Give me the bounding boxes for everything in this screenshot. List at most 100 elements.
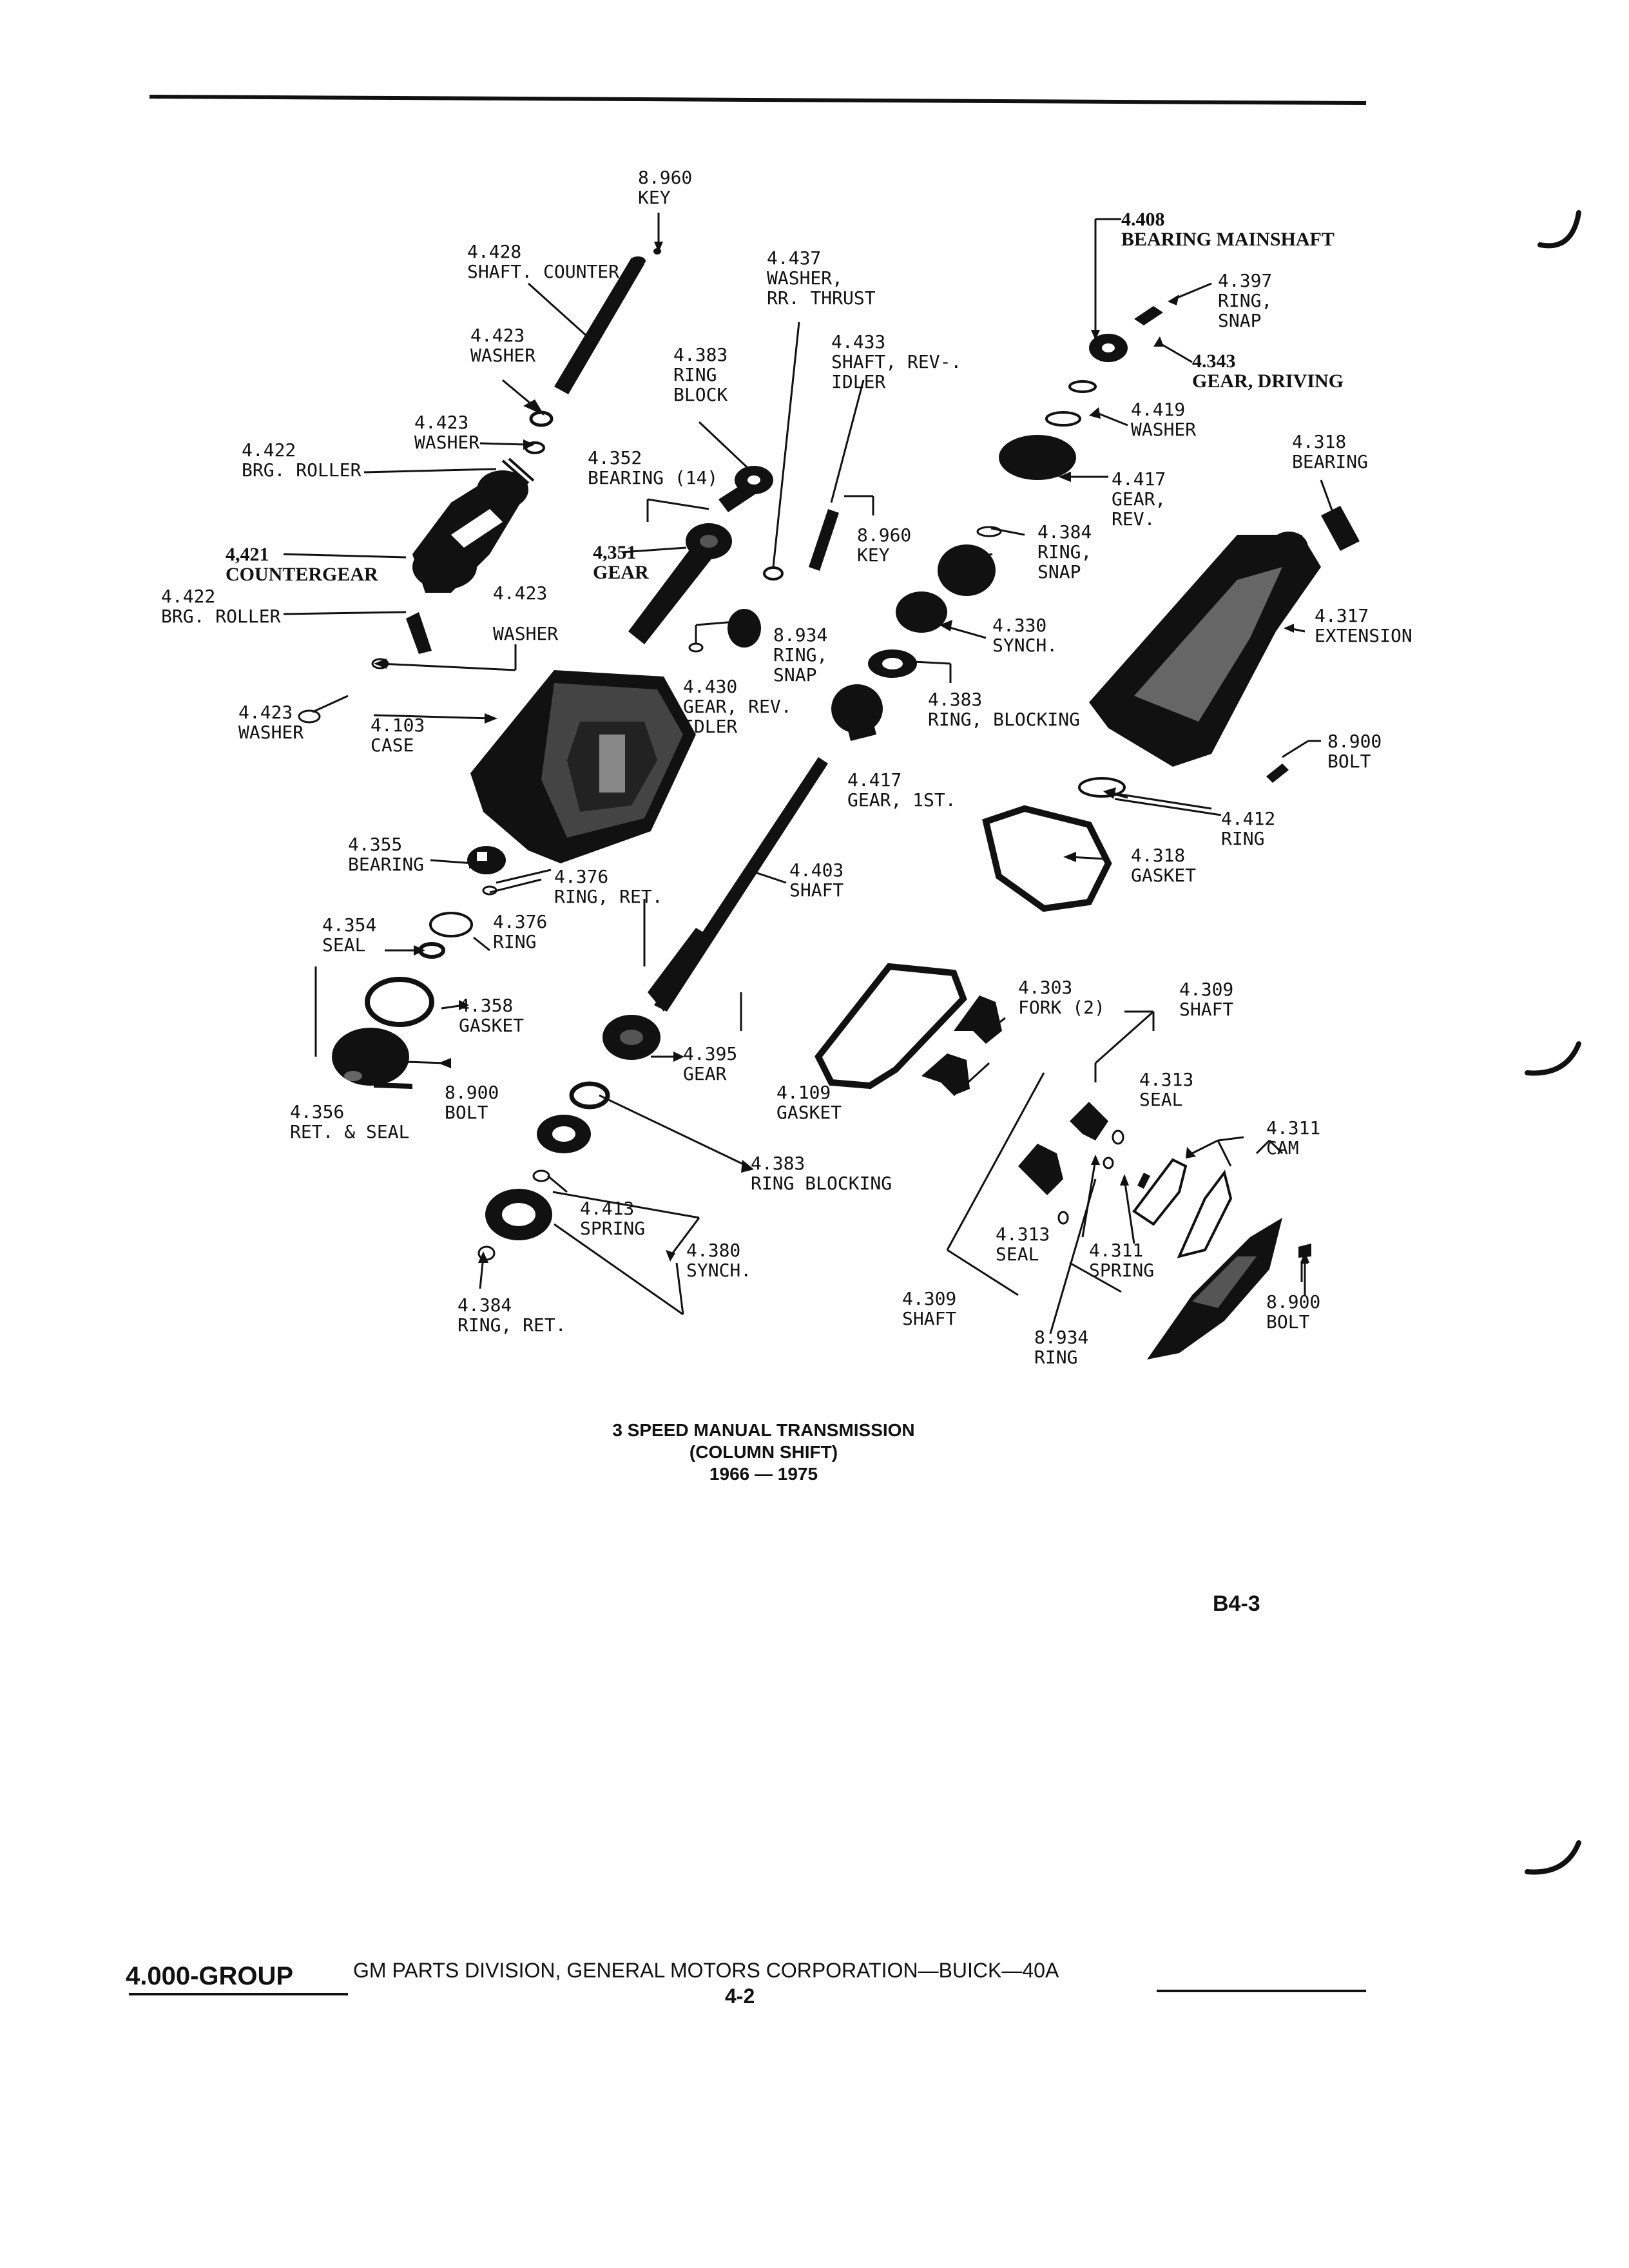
part-name: BEARING [348, 854, 425, 875]
part-gear-4351 [628, 523, 732, 644]
part-number: 8.900 [445, 1082, 499, 1103]
part-name: BEARING [1292, 451, 1369, 472]
part-name: RING [493, 931, 537, 952]
page-edge-marks [1525, 210, 1581, 1875]
part-name: RING, SNAP [1037, 541, 1092, 582]
part-number: 4.376 [493, 911, 548, 932]
part-number: 4.397 [1218, 270, 1273, 291]
footer-group-label: 4.000-GROUP [126, 1962, 294, 1990]
part-rev-idler-shaft [809, 509, 839, 571]
part-number: 8.900 [1266, 1291, 1321, 1312]
part-counter-shaft [554, 256, 646, 394]
part-ring-4376b [429, 912, 473, 937]
part-number: 4.408 [1121, 209, 1165, 230]
part-number: 4.433 [831, 331, 886, 352]
part-key [653, 248, 661, 255]
part-name: BOLT [445, 1102, 488, 1123]
part-snap-ring-8934 [688, 642, 704, 653]
part-number: 4.419 [1131, 399, 1186, 420]
part-name: SHAFT [1179, 999, 1234, 1020]
part-name: RET. & SEAL [290, 1121, 410, 1142]
part-seal-4313-lower [1057, 1211, 1069, 1225]
part-number: 4.311 [1089, 1240, 1144, 1261]
part-number: 4.422 [161, 586, 216, 607]
part-name: WASHER [238, 722, 304, 743]
part-synch-4330 [896, 544, 996, 633]
part-shaft-4309-lower [1018, 1144, 1063, 1195]
part-name: RING, RET. [458, 1314, 566, 1336]
part-countergear [412, 470, 528, 593]
part-first-gear [831, 684, 883, 741]
part-number: 4.376 [554, 866, 609, 887]
part-number: 8.900 [1327, 731, 1382, 752]
leader-lines [283, 213, 1335, 1334]
part-number: 4.313 [1139, 1069, 1194, 1090]
part-snap-ring-4384b [976, 526, 1002, 537]
part-name: RING, BLOCKING [928, 709, 1081, 730]
part-name: COUNTERGEAR [226, 564, 378, 585]
part-gasket-4358 [365, 977, 434, 1027]
part-bearing-mainshaft [1089, 334, 1128, 362]
part-bolt-8900-lower-right [1298, 1244, 1311, 1258]
part-name: SEAL [1139, 1089, 1183, 1110]
part-name: GEAR, REV. [1112, 488, 1166, 530]
part-name: RING [1034, 1347, 1078, 1368]
part-number: 4.437 [767, 247, 822, 269]
footer-page-number: 4-2 [725, 1984, 755, 2008]
part-name: GEAR [593, 562, 649, 583]
part-name: SEAL [322, 934, 366, 956]
part-name: GASKET [776, 1102, 842, 1123]
part-name: WASHER, RR. THRUST [767, 267, 876, 309]
part-number: 4.412 [1221, 808, 1276, 829]
part-name: CAM [1266, 1137, 1299, 1158]
part-seal-4354 [418, 942, 445, 959]
part-rev-idler-gear [728, 609, 761, 648]
part-name: SYNCH. [992, 635, 1058, 656]
part-number: 4.384 [458, 1294, 512, 1316]
part-number: 4,421 [226, 544, 269, 565]
part-name: BEARING MAINSHAFT [1121, 229, 1335, 250]
part-name: EXTENSION [1315, 625, 1412, 646]
part-number: 8.934 [1034, 1327, 1089, 1348]
part-gear-4395 [602, 1015, 660, 1060]
part-bearing-4318 [1321, 506, 1360, 551]
part-shaft-4309-upper [1070, 1102, 1108, 1140]
part-number: 8.960 [857, 524, 912, 546]
part-name: GEAR, DRIVING [1192, 370, 1344, 392]
part-name: RING, RET. [554, 886, 663, 907]
top-rule [149, 95, 1367, 105]
part-spring-4413 [532, 1169, 550, 1182]
caption-title: 3 SPEED MANUAL TRANSMISSION [612, 1420, 915, 1440]
part-number: 4.343 [1192, 351, 1236, 372]
part-synch-4380b [485, 1189, 552, 1240]
part-name: GEAR, 1ST. [847, 789, 956, 811]
part-number: 4,351 [593, 542, 637, 563]
part-washer-4423-top [529, 410, 554, 427]
part-number: 4.384 [1037, 521, 1092, 543]
part-number: 8.934 [773, 624, 828, 646]
